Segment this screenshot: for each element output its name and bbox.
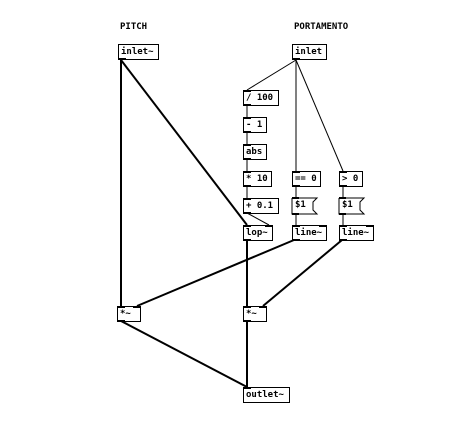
- equals-0-object[interactable]: == 0: [292, 171, 321, 187]
- cord-inlet-to-div100[interactable]: [246, 59, 297, 91]
- inlet-port[interactable]: [244, 90, 251, 92]
- inlet-port-right[interactable]: [265, 225, 272, 227]
- multiply-object-2[interactable]: *~: [243, 306, 267, 322]
- outlet-port[interactable]: [244, 131, 251, 133]
- line-1-label: line~: [295, 228, 323, 238]
- abs-label: abs: [246, 147, 263, 157]
- times-10-object[interactable]: * 10: [243, 171, 272, 187]
- outlet-port[interactable]: [340, 185, 347, 187]
- outlet-port[interactable]: [244, 185, 251, 187]
- line-2-label: line~: [342, 228, 370, 238]
- cord-line1-to-mul1[interactable]: [136, 239, 295, 307]
- divide-100-object[interactable]: / 100: [243, 90, 279, 106]
- plus-0.1-label: + 0.1: [246, 201, 274, 211]
- outlet-port[interactable]: [244, 158, 251, 160]
- inlet-port[interactable]: [244, 117, 251, 119]
- portamento-comment: PORTAMENTO: [294, 22, 349, 32]
- inlet-control-object[interactable]: inlet: [292, 44, 327, 60]
- message-box-outline: [291, 197, 319, 215]
- inlet-port[interactable]: [340, 171, 347, 173]
- outlet-port[interactable]: [340, 239, 347, 241]
- outlet-port[interactable]: [244, 239, 251, 241]
- cord-inlet-to-gt0[interactable]: [295, 59, 344, 172]
- greater-0-label: > 0: [342, 174, 359, 184]
- outlet-port[interactable]: [118, 320, 125, 322]
- message-box-1[interactable]: $1: [291, 197, 320, 215]
- message-box-outline: [338, 197, 366, 215]
- inlet-port[interactable]: [244, 198, 251, 200]
- inlet-port-right[interactable]: [133, 306, 140, 308]
- line-object-1[interactable]: line~: [292, 225, 327, 241]
- inlet-signal-object[interactable]: inlet~: [118, 44, 159, 60]
- pitch-comment: PITCH: [120, 22, 148, 32]
- message-box-1-label: $1: [295, 200, 306, 210]
- outlet-port[interactable]: [244, 212, 251, 214]
- divide-100-label: / 100: [246, 93, 274, 103]
- lop-object[interactable]: lop~: [243, 225, 273, 241]
- cord-inlet-sig-to-lop[interactable]: [120, 59, 248, 226]
- plus-0.1-object[interactable]: + 0.1: [243, 198, 279, 214]
- inlet-port[interactable]: [244, 171, 251, 173]
- cord-line2-to-mul2[interactable]: [262, 239, 343, 307]
- outlet-port[interactable]: [293, 185, 300, 187]
- abs-object[interactable]: abs: [243, 144, 267, 160]
- line-object-2[interactable]: line~: [339, 225, 374, 241]
- inlet-port[interactable]: [244, 306, 251, 308]
- inlet-port-right[interactable]: [259, 306, 266, 308]
- outlet-signal-object[interactable]: outlet~: [243, 387, 290, 403]
- greater-0-object[interactable]: > 0: [339, 171, 363, 187]
- inlet-port[interactable]: [244, 225, 251, 227]
- inlet-control-label: inlet: [295, 47, 323, 57]
- inlet-port-right[interactable]: [366, 225, 373, 227]
- message-box-2-label: $1: [342, 200, 353, 210]
- minus-1-label: - 1: [246, 120, 263, 130]
- outlet-port[interactable]: [244, 320, 251, 322]
- message-box-2[interactable]: $1: [338, 197, 367, 215]
- multiply-1-label: *~: [120, 309, 131, 319]
- outlet-port[interactable]: [119, 58, 126, 60]
- multiply-2-label: *~: [246, 309, 257, 319]
- outlet-port[interactable]: [293, 239, 300, 241]
- times-10-label: * 10: [246, 174, 268, 184]
- outlet-port[interactable]: [293, 58, 300, 60]
- minus-1-object[interactable]: - 1: [243, 117, 267, 133]
- inlet-port[interactable]: [244, 144, 251, 146]
- cord-plus01-to-lop[interactable]: [246, 212, 270, 226]
- inlet-port[interactable]: [293, 225, 300, 227]
- inlet-port[interactable]: [340, 225, 347, 227]
- cord-mul1-to-outlet[interactable]: [120, 320, 248, 388]
- inlet-port[interactable]: [118, 306, 125, 308]
- inlet-port[interactable]: [293, 171, 300, 173]
- multiply-object-1[interactable]: *~: [117, 306, 141, 322]
- equals-0-label: == 0: [295, 174, 317, 184]
- inlet-signal-label: inlet~: [121, 47, 154, 57]
- inlet-port-right[interactable]: [319, 225, 326, 227]
- lop-label: lop~: [246, 228, 268, 238]
- inlet-port[interactable]: [244, 387, 251, 389]
- outlet-port[interactable]: [244, 104, 251, 106]
- outlet-signal-label: outlet~: [246, 390, 284, 400]
